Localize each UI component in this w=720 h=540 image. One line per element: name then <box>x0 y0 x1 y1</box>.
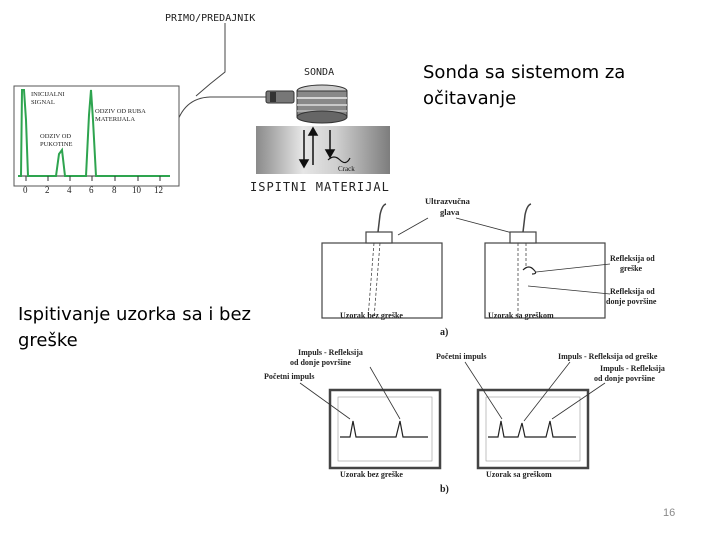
pulse-bottom-left-label: Impuls - Refleksija <box>298 348 363 357</box>
scope-screen <box>13 85 180 187</box>
edge-signal-label: MATERIJALA <box>95 116 135 123</box>
sample-test-caption-text: Ispitivanje uzorka sa i bez greške <box>18 304 251 351</box>
head-label: glava <box>440 207 460 217</box>
transducer-label: PRIMO/PREDAJNIK <box>165 13 255 24</box>
test-material <box>256 126 390 174</box>
probe-diagram: PRIMO/PREDAJNIK 0 2 4 6 8 10 12 INICIJAL… <box>13 13 390 195</box>
crack-signal-label: PUKOTINE <box>40 141 73 148</box>
scope-screen-right <box>476 388 590 470</box>
scope-ticks <box>25 176 161 181</box>
crack-mark <box>327 156 351 164</box>
initial-pulse-right-label: Početni impuls <box>436 352 486 361</box>
tick-label: 10 <box>132 185 142 195</box>
tick-label: 8 <box>112 185 117 195</box>
tick-label: 2 <box>45 185 50 195</box>
probe-icon <box>265 84 348 124</box>
probe-head-right <box>509 231 537 244</box>
pulse-bottom-left-label: od donje površine <box>290 358 351 367</box>
figure-a-letter: a) <box>440 327 448 338</box>
crack-signal-label: ODZIV OD <box>40 133 71 140</box>
tick-label: 6 <box>89 185 94 195</box>
material-label: ISPITNI MATERIJAL <box>250 180 390 194</box>
tick-label: 0 <box>23 185 28 195</box>
page-number: 16 <box>663 507 676 519</box>
sample-block-right <box>484 242 606 319</box>
left-screen-caption: Uzorak bez greške <box>340 470 403 479</box>
scope-trace-left <box>340 420 428 438</box>
pulse-bottom-right-label: Impuls - Refleksija <box>600 364 665 373</box>
sample-test-caption: Ispitivanje uzorka sa i bez greške <box>18 302 288 354</box>
probe-label: SONDA <box>304 67 334 78</box>
right-screen-caption: Uzorak sa greškom <box>486 470 552 479</box>
defect-mark <box>522 266 537 275</box>
sample-block-left <box>321 242 443 319</box>
probe-system-caption: Sonda sa sistemom za očitavanje <box>423 60 683 112</box>
figure-b: Impuls - Refleksija od donje površine Po… <box>264 348 665 495</box>
left-sample-caption: Uzorak bez greške <box>340 311 403 320</box>
defect-reflection-label: greške <box>620 264 643 273</box>
crack-label: Crack <box>338 165 355 173</box>
tick-label: 4 <box>67 185 72 195</box>
pulse-bottom-right-label: od donje površine <box>594 374 655 383</box>
scope-trace <box>18 89 170 177</box>
scope-screen-left <box>328 388 442 470</box>
figure-b-letter: b) <box>440 484 449 495</box>
right-sample-caption: Uzorak sa greškom <box>488 311 554 320</box>
probe-system-caption-text: Sonda sa sistemom za očitavanje <box>423 62 626 109</box>
tick-label: 12 <box>154 185 163 195</box>
head-label: Ultrazvučna <box>425 196 471 206</box>
pulse-defect-label: Impuls - Refleksija od greške <box>558 352 658 361</box>
initial-pulse-left-label: Početni impuls <box>264 372 314 381</box>
transducer-connector <box>195 23 226 97</box>
edge-signal-label: ODZIV OD RUBA <box>95 108 146 115</box>
defect-reflection-label: Refleksija od <box>610 254 655 263</box>
figure-a: Ultrazvučna glava Uzorak bez greške Uzor… <box>321 196 657 338</box>
bottom-reflection-label: donje površine <box>606 297 657 306</box>
initial-signal-label: INICIJALNI <box>31 91 65 98</box>
bottom-reflection-label: Refleksija od <box>610 287 655 296</box>
probe-head-left <box>365 231 393 244</box>
sound-path-arrows <box>298 126 336 169</box>
initial-signal-label: SIGNAL <box>31 99 55 106</box>
scope-trace-right <box>488 420 576 438</box>
